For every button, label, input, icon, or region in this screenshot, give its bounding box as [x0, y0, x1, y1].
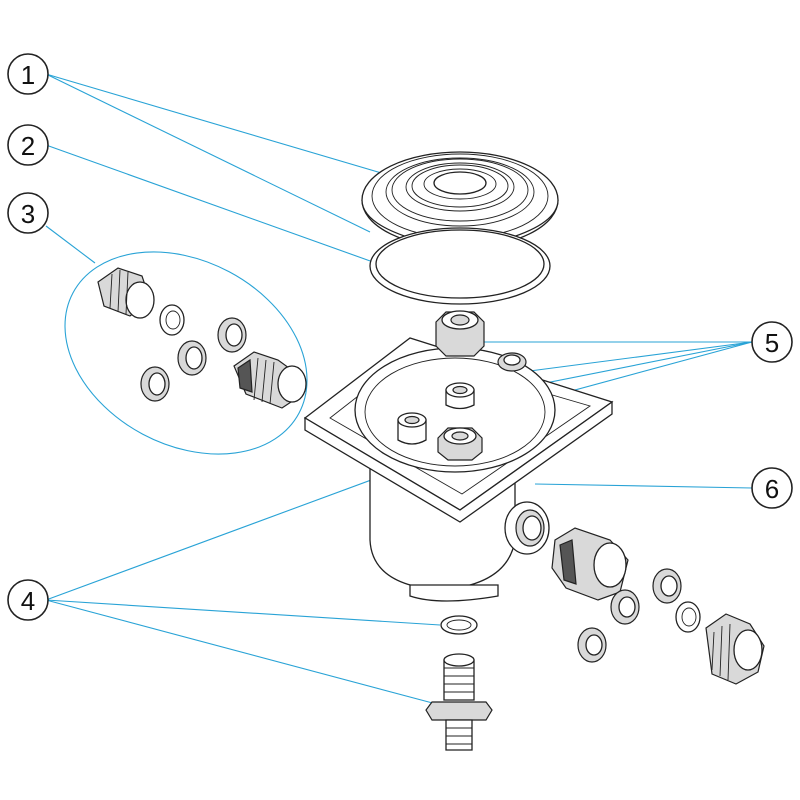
leader-5b	[521, 341, 753, 373]
callout-2-label: 2	[21, 131, 35, 161]
leader-6	[534, 483, 753, 489]
callout-2: 2	[7, 124, 49, 166]
boss-right	[497, 352, 527, 372]
washer-b	[217, 317, 247, 353]
callout-4-label: 4	[21, 586, 35, 616]
callout-1: 1	[7, 53, 49, 95]
callout-3: 3	[7, 192, 49, 234]
side-washer-2	[577, 627, 607, 663]
side-outlet	[504, 501, 550, 555]
callout-6-label: 6	[765, 474, 779, 504]
leader-1b	[45, 73, 371, 233]
callout-6: 6	[751, 467, 793, 509]
fittings-group	[97, 267, 307, 409]
washer-a	[159, 304, 185, 336]
side-washer-3	[652, 568, 682, 604]
side-washer-4	[675, 601, 701, 633]
boss-left	[397, 412, 427, 445]
leader-3-ellipse	[45, 225, 96, 264]
small-o-ring	[440, 615, 478, 635]
callout-4: 4	[7, 579, 49, 621]
threaded-connector	[425, 653, 493, 751]
side-washer-1	[610, 589, 640, 625]
callout-3-label: 3	[21, 199, 35, 229]
washer-c	[177, 340, 207, 376]
leader-4c	[45, 599, 441, 706]
side-threaded-plug	[705, 613, 765, 685]
callout-1-label: 1	[21, 60, 35, 90]
threaded-fitting-left	[97, 267, 155, 319]
top-hex-fitting	[435, 310, 485, 357]
leader-4b	[45, 599, 441, 626]
threaded-fitting-right	[233, 351, 307, 409]
side-fittings	[551, 527, 765, 685]
side-union-nut	[551, 527, 629, 601]
callout-5-label: 5	[765, 328, 779, 358]
parts-group-ellipse	[64, 251, 308, 455]
callout-5: 5	[751, 321, 793, 363]
boss-center	[445, 382, 475, 410]
washer-d	[140, 366, 170, 402]
main-body-housing	[303, 337, 614, 602]
o-ring-gasket	[369, 227, 551, 305]
leader-1a	[45, 73, 389, 176]
leader-2	[45, 144, 374, 263]
bowl-hex-nut	[437, 427, 483, 461]
